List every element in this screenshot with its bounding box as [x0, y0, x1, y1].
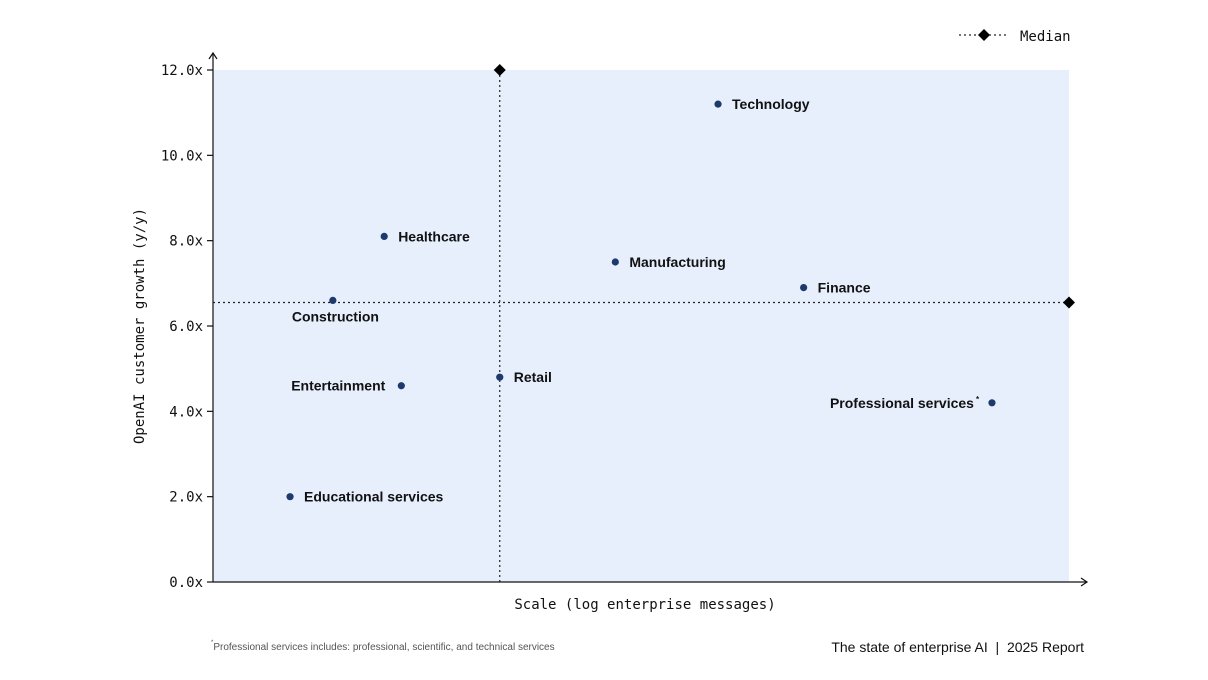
- data-point-label: Manufacturing: [629, 254, 725, 270]
- axes: [208, 51, 1089, 587]
- legend: Median: [959, 29, 1071, 45]
- y-axis-arrow-icon: [208, 51, 218, 60]
- data-point-label: Healthcare: [398, 228, 470, 244]
- x-axis-label: Scale (log enterprise messages): [514, 597, 775, 613]
- median-marker-y: [1063, 296, 1075, 309]
- y-tick-label: 6.0x: [169, 319, 203, 335]
- data-point-label: Finance: [818, 280, 871, 296]
- footnote-marker: *: [211, 640, 214, 646]
- data-point-label: Construction: [292, 308, 379, 324]
- data-point-label: Retail: [514, 369, 552, 385]
- legend-median-marker-icon: [978, 29, 990, 41]
- data-point: [286, 493, 294, 501]
- data-point-label: Technology: [732, 96, 810, 112]
- y-tick-label: 8.0x: [169, 234, 203, 250]
- report-footer: The state of enterprise AI | 2025 Report: [831, 639, 1084, 655]
- footnote: *Professional services includes: profess…: [211, 640, 555, 653]
- data-point: [714, 100, 722, 108]
- median-marker-x: [493, 64, 506, 76]
- y-tick-label: 4.0x: [169, 404, 203, 420]
- legend-label: Median: [1020, 29, 1071, 45]
- data-point: [496, 373, 504, 381]
- footnote-marker: *: [976, 395, 980, 404]
- data-points: TechnologyHealthcareManufacturingFinance…: [286, 96, 996, 505]
- x-axis-arrow-icon: [1080, 577, 1089, 587]
- median-lines: [213, 64, 1075, 582]
- data-point-label: Educational services: [304, 489, 444, 505]
- y-tick-label: 12.0x: [161, 63, 203, 79]
- y-axis-label: OpenAI customer growth (y/y): [132, 208, 148, 444]
- plot-background: [213, 70, 1069, 582]
- data-point: [380, 232, 388, 240]
- data-point: [800, 284, 808, 292]
- y-ticks: 0.0x 2.0x 4.0x 6.0x 8.0x 10.0x 12.0x: [161, 63, 213, 591]
- data-point: [611, 258, 619, 266]
- y-tick-label: 0.0x: [169, 575, 203, 591]
- data-point-label: Entertainment: [291, 378, 385, 394]
- data-point: [988, 399, 996, 407]
- footnote-text: Professional services includes: professi…: [213, 642, 555, 653]
- data-point: [329, 296, 337, 304]
- y-tick-label: 10.0x: [161, 148, 203, 164]
- data-point-label: Professional services: [830, 395, 974, 411]
- y-tick-label: 2.0x: [169, 490, 203, 506]
- data-point: [397, 382, 405, 390]
